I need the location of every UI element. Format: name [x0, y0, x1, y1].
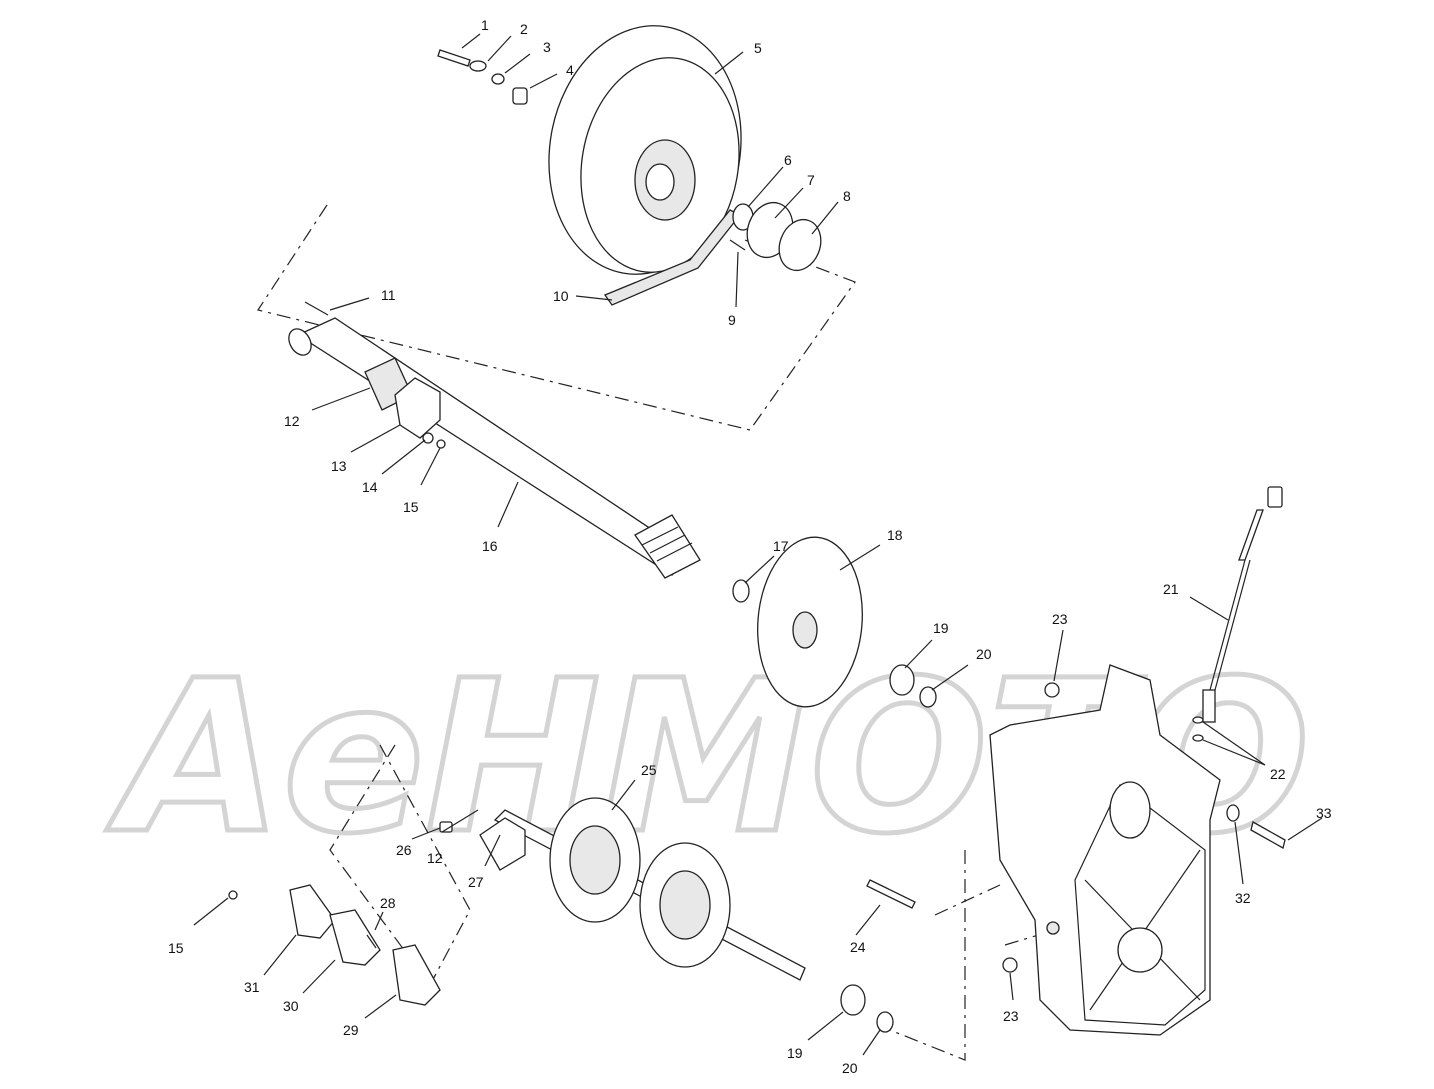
callout-15-lower: 15 [168, 940, 184, 956]
mounting-bolt [866, 879, 916, 909]
callout-9: 9 [728, 312, 736, 328]
callout-10: 10 [553, 288, 569, 304]
callout-14: 14 [362, 479, 378, 495]
callout-22: 22 [1270, 766, 1286, 782]
callout-8: 8 [843, 188, 851, 204]
callout-23-lower: 23 [1003, 1008, 1019, 1024]
callout-20-lower: 20 [842, 1060, 858, 1076]
callout-3: 3 [543, 39, 551, 55]
callout-29: 29 [343, 1022, 359, 1038]
seal-upper [889, 664, 915, 696]
callout-15-upper: 15 [403, 499, 419, 515]
dipstick [1202, 486, 1283, 723]
callout-6: 6 [784, 152, 792, 168]
callout-12-upper: 12 [284, 413, 300, 429]
callout-21: 21 [1163, 581, 1179, 597]
flange-nut-lower [1002, 957, 1018, 973]
seal-lower [840, 984, 866, 1016]
callout-4: 4 [566, 62, 574, 78]
housing-washer [1226, 804, 1240, 822]
callout-32: 32 [1235, 890, 1251, 906]
callout-1: 1 [481, 17, 489, 33]
callout-5: 5 [754, 40, 762, 56]
snap-ring [732, 579, 750, 603]
dipstick-o-ring-2 [1192, 734, 1204, 742]
housing-bolt [1250, 821, 1286, 849]
nut [436, 439, 446, 449]
callout-33: 33 [1316, 805, 1332, 821]
callout-19-lower: 19 [787, 1045, 803, 1061]
callout-17: 17 [773, 538, 789, 554]
callout-26: 26 [396, 842, 412, 858]
callout-11: 11 [381, 287, 396, 303]
callout-23-upper: 23 [1052, 611, 1068, 627]
o-ring-lower [876, 1011, 894, 1033]
callout-30: 30 [283, 998, 299, 1014]
flange-nut-upper [1044, 682, 1060, 698]
driven-sprocket [548, 25, 742, 275]
callout-27: 27 [468, 874, 484, 890]
o-ring-upper [919, 686, 937, 708]
callout-leaders [193, 33, 1323, 1056]
drive-axle-assembly [479, 797, 806, 981]
callout-25: 25 [641, 762, 657, 778]
callout-7: 7 [807, 172, 815, 188]
callout-12-lower: 12 [427, 850, 443, 866]
callout-20-upper: 20 [976, 646, 992, 662]
callout-24: 24 [850, 939, 866, 955]
callout-labels: 1 2 3 4 5 6 7 8 9 10 11 12 13 14 15 16 1… [168, 17, 1332, 1076]
callout-31: 31 [244, 979, 260, 995]
axle-screw [439, 821, 453, 833]
callout-16: 16 [482, 538, 498, 554]
bearing-plates [228, 884, 441, 1006]
lock-washer [422, 432, 434, 444]
callout-2: 2 [520, 21, 528, 37]
retainer-plates [729, 201, 822, 272]
callout-19-upper: 19 [933, 620, 949, 636]
dipstick-o-ring [1192, 716, 1204, 724]
callout-18: 18 [887, 527, 903, 543]
callout-13: 13 [331, 458, 347, 474]
chaincase-housing [989, 664, 1221, 1036]
bolt-washer-spacer-set [437, 49, 528, 105]
callout-28: 28 [380, 895, 396, 911]
brake-disc [757, 536, 863, 708]
shaft-key [304, 301, 329, 316]
